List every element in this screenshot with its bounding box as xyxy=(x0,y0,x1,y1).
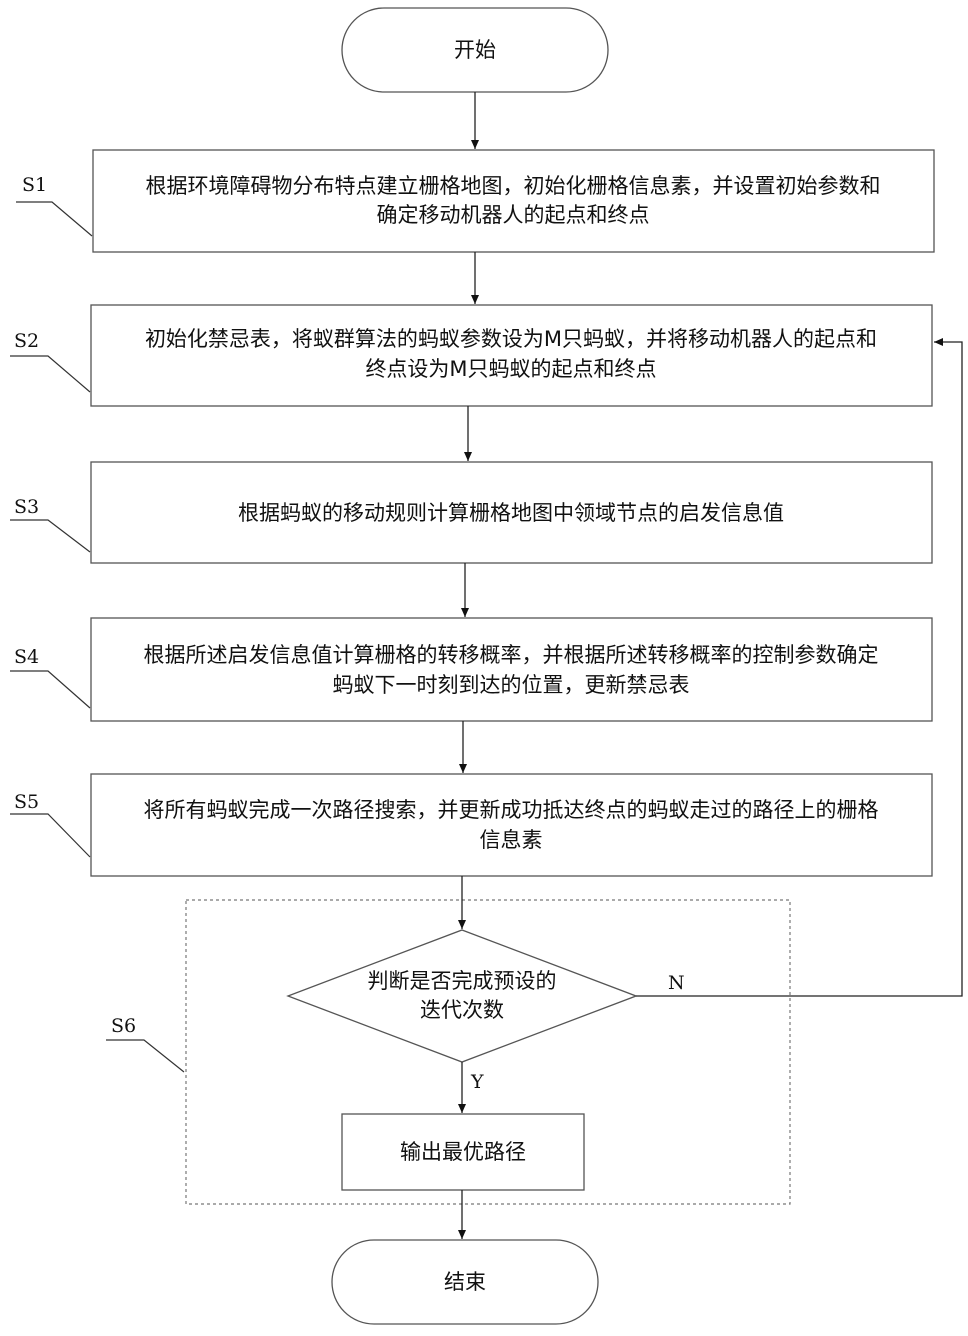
step-label-s2: S2 xyxy=(14,330,39,352)
decision-text-line2: 迭代次数 xyxy=(420,998,504,1022)
s4-box xyxy=(91,618,932,721)
output-text: 输出最优路径 xyxy=(400,1140,526,1164)
s1-text-line1: 根据环境障碍物分布特点建立栅格地图，初始化栅格信息素，并设置初始参数和 xyxy=(146,174,881,198)
decision-text-line1: 判断是否完成预设的 xyxy=(368,969,557,993)
step-label-s6: S6 xyxy=(111,1015,136,1037)
branch-yes-label: Y xyxy=(470,1071,484,1093)
s5-text-line1: 将所有蚂蚁完成一次路径搜索，并更新成功抵达终点的蚂蚁走过的路径上的栅格 xyxy=(144,798,879,822)
s2-text-line1: 初始化禁忌表，将蚁群算法的蚂蚁参数设为M只蚂蚁，并将移动机器人的起点和 xyxy=(145,327,877,351)
s2-box xyxy=(91,305,932,406)
decision-diamond xyxy=(288,930,636,1062)
step-label-s1: S1 xyxy=(22,174,47,196)
s4-text-line1: 根据所述启发信息值计算栅格的转移概率，并根据所述转移概率的控制参数确定 xyxy=(144,643,879,667)
step-label-s4: S4 xyxy=(14,646,39,668)
s5-box xyxy=(91,774,932,876)
s1-text-line2: 确定移动机器人的起点和终点 xyxy=(377,203,650,227)
s2-text-line2: 终点设为M只蚂蚁的起点和终点 xyxy=(365,357,656,381)
s3-text: 根据蚂蚁的移动规则计算栅格地图中领域节点的启发信息值 xyxy=(238,501,784,525)
leader-s2 xyxy=(10,356,90,392)
leader-s3 xyxy=(10,520,90,552)
end-label: 结束 xyxy=(444,1270,486,1294)
s4-text-line2: 蚂蚁下一时刻到达的位置，更新禁忌表 xyxy=(333,673,690,697)
leader-s4 xyxy=(10,671,90,708)
leader-s1 xyxy=(16,202,92,236)
step-label-s5: S5 xyxy=(14,791,39,813)
leader-s5 xyxy=(10,814,90,857)
s5-text-line2: 信息素 xyxy=(480,828,543,852)
start-label: 开始 xyxy=(454,38,496,62)
leader-s6 xyxy=(106,1040,184,1072)
branch-no-label: N xyxy=(668,972,685,994)
step-label-s3: S3 xyxy=(14,496,39,518)
s1-box xyxy=(93,150,934,252)
